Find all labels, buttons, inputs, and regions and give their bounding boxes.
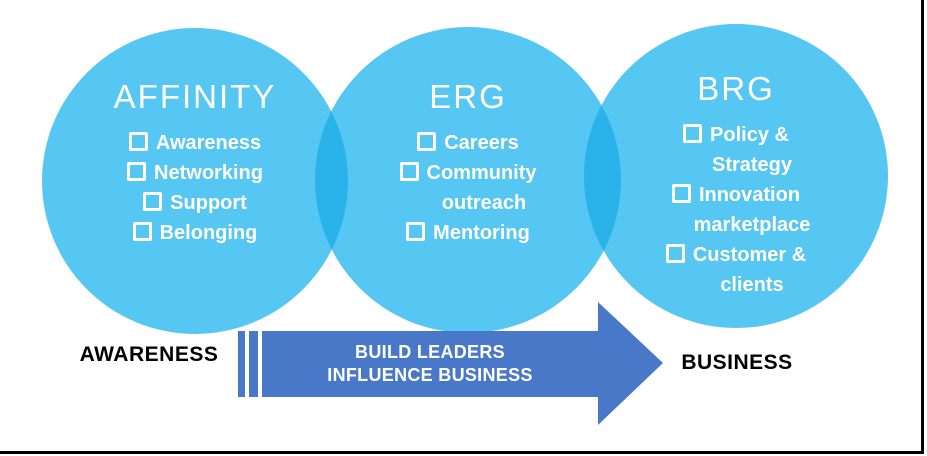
checklist-item: Awareness [42,128,348,158]
brg-title: BRG [697,70,775,107]
affinity-list: Awareness Networking Support Belonging [42,128,348,248]
checklist-item-label: Innovation [698,184,801,206]
stage-label-awareness: AWARENESS [79,343,219,366]
affinity-title: AFFINITY [113,78,277,115]
checkbox-icon [127,162,147,181]
checkbox-icon [143,192,163,211]
checklist-item-wrap-line: clients [600,270,904,300]
erg-content: ERG Careers Community outreach Mentoring [315,78,621,248]
checklist-item-wrap-line: marketplace [600,210,904,240]
checkbox-icon [406,222,426,241]
checkbox-icon [665,244,685,263]
checkbox-icon [417,132,437,151]
erg-circle [315,27,621,333]
erg-list: Careers Community outreach Mentoring [315,128,621,248]
stage-label-business: BUSINESS [681,351,793,374]
checklist-item-label: Community [426,162,537,184]
arrow-body: BUILD LEADERS INFLUENCE BUSINESS [262,331,598,397]
checkbox-icon [399,162,419,181]
checklist-item: Innovation [584,180,888,210]
checklist-item-label: clients [720,274,784,296]
checklist-item-label: Belonging [159,222,258,244]
arrow-head [598,302,663,425]
brg-circle [584,24,888,328]
checklist-item-label: marketplace [693,214,811,236]
arrow-tail-bar [249,331,258,397]
brg-list: Policy & Strategy Innovation marketplace… [584,120,888,300]
brg-content: BRG Policy & Strategy Innovation marketp… [584,70,888,300]
affinity-content: AFFINITY Awareness Networking Support Be… [42,78,348,248]
checkbox-icon [128,132,148,151]
checkbox-icon [132,222,152,241]
checklist-item: Belonging [42,218,348,248]
checklist-item-label: Support [170,192,247,214]
checklist-item: Mentoring [315,218,621,248]
arrow-text-line1: BUILD LEADERS [355,342,505,362]
checklist-item-label: Policy & [710,124,789,146]
checklist-item: Customer & [584,240,888,270]
checklist-item-label: Networking [154,162,263,184]
checklist-item: Networking [42,158,348,188]
checklist-item-label: Awareness [155,132,262,154]
checklist-item-label: Strategy [711,154,793,176]
checklist-item: Policy & [584,120,888,150]
arrow-text-line2: INFLUENCE BUSINESS [327,365,533,385]
checklist-item-label: outreach [441,192,527,214]
checklist-item: Community [315,158,621,188]
checklist-item-wrap-line: Strategy [600,150,904,180]
checklist-item-label: Customer & [692,244,807,266]
checklist-item-label: Careers [444,132,519,154]
checklist-item-wrap-line: outreach [331,188,637,218]
checklist-item: Support [42,188,348,218]
erg-title: ERG [429,78,507,115]
checklist-item-label: Mentoring [433,222,530,244]
checklist-item: Careers [315,128,621,158]
affinity-circle [42,28,348,334]
arrow-tail-bar [238,331,245,397]
checkbox-icon [671,184,691,203]
checkbox-icon [683,124,703,143]
